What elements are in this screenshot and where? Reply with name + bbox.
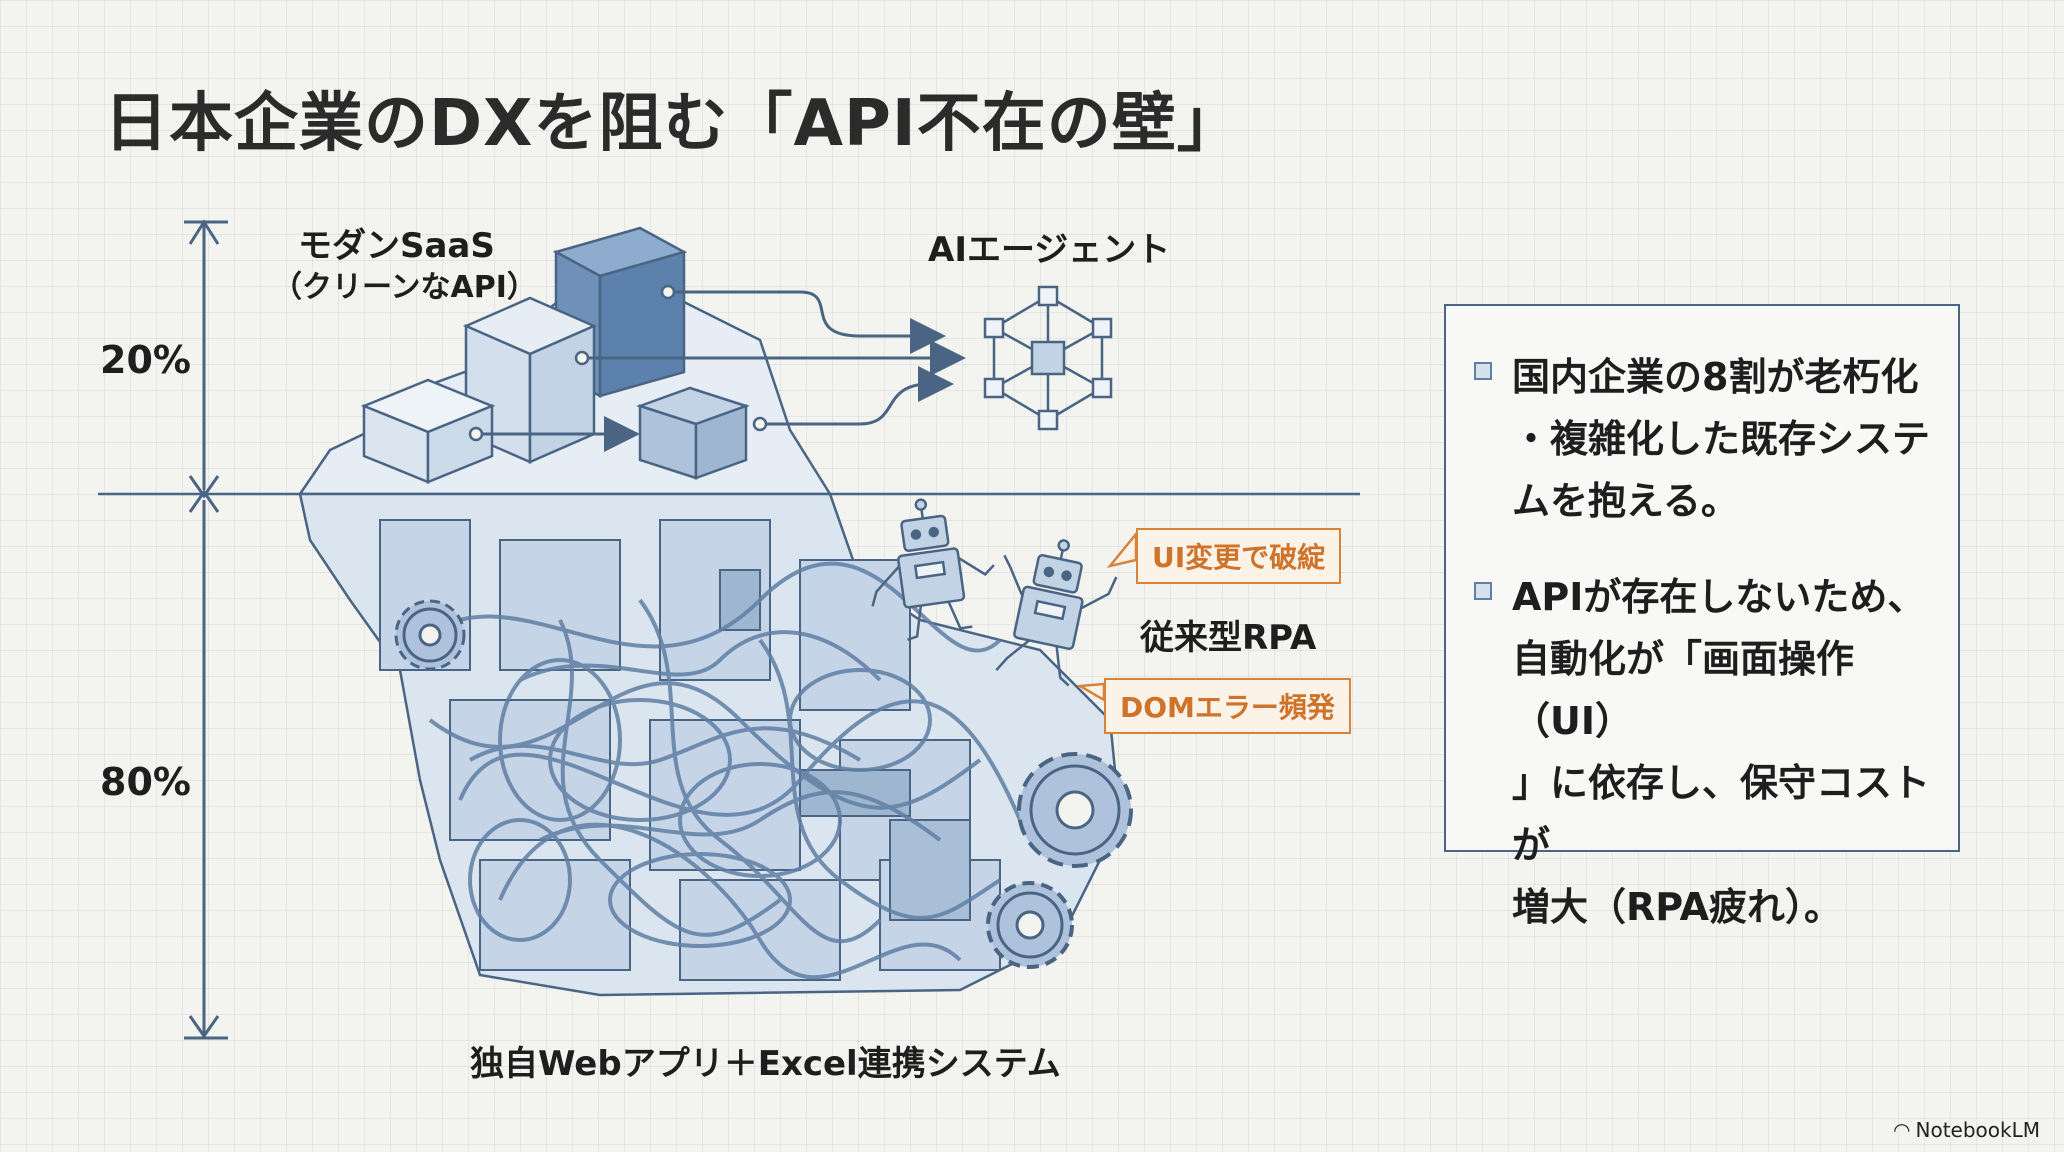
callout-pointers xyxy=(1075,530,1138,703)
square-bullet-icon xyxy=(1474,582,1492,600)
bullet-line: APIが存在しないため、 xyxy=(1512,575,1926,619)
notebooklm-logo: ◠ NotebookLM xyxy=(1894,1118,2040,1142)
ai-agent-label: AIエージェント xyxy=(928,230,1171,270)
arrow-right-icon xyxy=(476,290,966,452)
page-title: 日本企業のDXを阻む「API不在の壁」 xyxy=(104,87,1242,161)
tangle-wires-icon xyxy=(418,561,1022,980)
bullet-line: ムを抱える。 xyxy=(1512,479,1739,523)
bullet-line: ・複雑化した既存システ xyxy=(1512,417,1931,461)
bullet-line: 」に依存し、保守コストが xyxy=(1512,761,1931,867)
robot-icon xyxy=(871,498,995,641)
saas-label: モダンSaaS xyxy=(298,226,495,266)
gear-icon xyxy=(1017,752,1133,868)
cube-icon xyxy=(636,386,750,480)
percent-top-label: 20% xyxy=(100,338,191,382)
ai-network-icon xyxy=(983,285,1113,431)
rpa-label: 従来型RPA xyxy=(1140,618,1317,658)
summary-panel: 国内企業の8割が老朽化 ・複雑化した既存システ ムを抱える。 APIが存在しない… xyxy=(1444,304,1960,929)
gear-icon xyxy=(986,881,1074,969)
scale-bracket xyxy=(184,219,228,1040)
saas-sub-label: （クリーンなAPI） xyxy=(272,270,537,305)
brand-text: NotebookLM xyxy=(1915,1118,2041,1142)
robot-icon xyxy=(995,539,1118,687)
callout-dom-error: DOMエラー頻発 xyxy=(1104,678,1351,734)
bullet-line: 自動化が「画面操作（UI） xyxy=(1512,637,1855,743)
bullet-line: 増大（RPA疲れ）。 xyxy=(1512,885,1843,929)
gear-icon xyxy=(394,599,466,671)
notebooklm-mark-icon: ◠ xyxy=(1894,1118,1910,1142)
square-bullet-icon xyxy=(1474,362,1492,380)
bullet-item: 国内企業の8割が老朽化 ・複雑化した既存システ ムを抱える。 xyxy=(1474,346,1932,532)
callout-ui-change: UI変更で破綻 xyxy=(1136,528,1342,584)
legacy-system-label: 独自Webアプリ＋Excel連携システム xyxy=(470,1044,1061,1084)
bullet-item: APIが存在しないため、 自動化が「画面操作（UI） 」に依存し、保守コストが … xyxy=(1474,566,1932,938)
bullet-line: 国内企業の8割が老朽化 xyxy=(1512,355,1919,399)
cube-icon xyxy=(360,378,496,484)
percent-bottom-label: 80% xyxy=(100,760,191,804)
